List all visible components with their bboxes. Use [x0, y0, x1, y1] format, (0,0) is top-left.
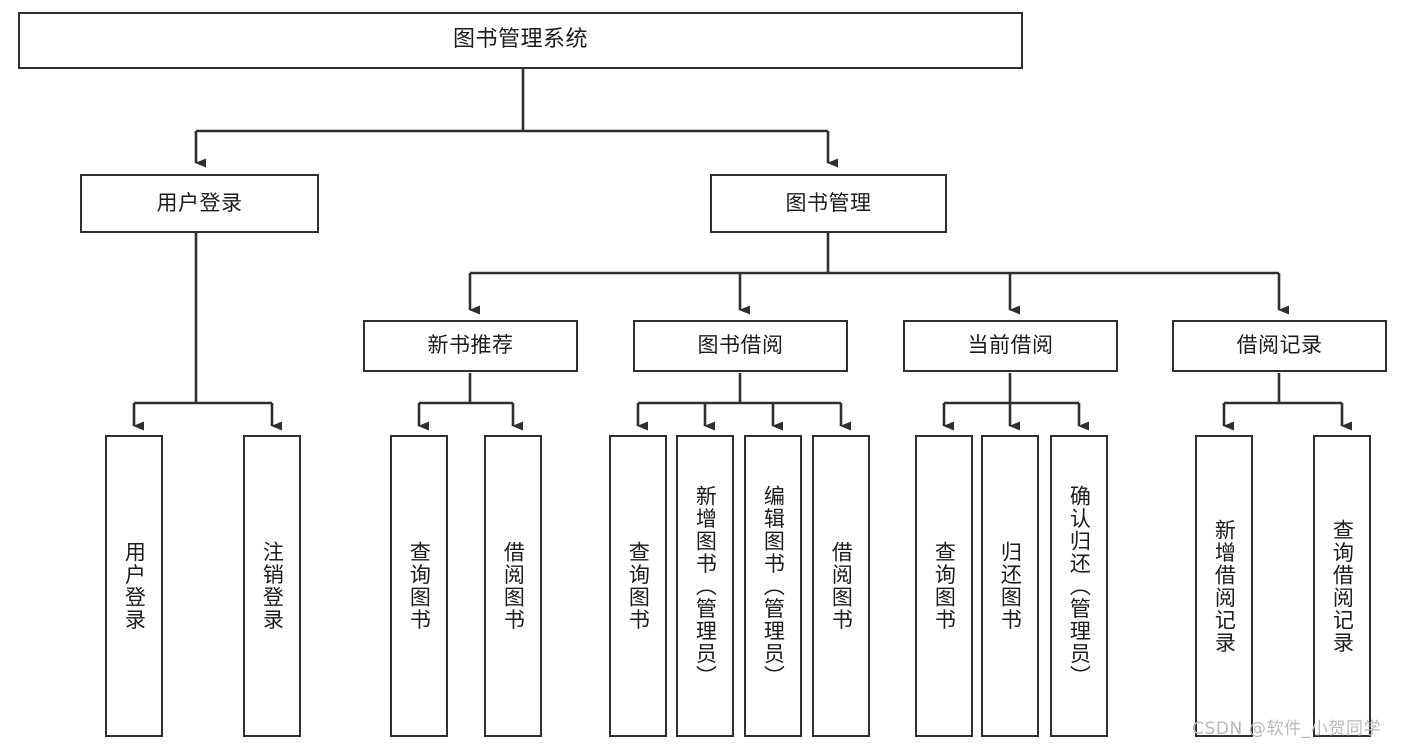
leaf-book-borrow-add[interactable]: 新增图书（管理员）	[676, 435, 734, 737]
node-new-book-recommend-label: 新书推荐	[427, 333, 514, 358]
leaf-label: 借阅图书	[501, 541, 526, 631]
node-book-management-label: 图书管理	[785, 190, 872, 215]
leaf-book-borrow-borrow[interactable]: 借阅图书	[812, 435, 870, 737]
leaf-new-books-query[interactable]: 查询图书	[390, 435, 448, 737]
node-user-login-label: 用户登录	[156, 190, 243, 215]
leaf-label: 查询图书	[932, 541, 957, 631]
leaf-current-borrow-return[interactable]: 归还图书	[981, 435, 1039, 737]
leaf-current-borrow-confirm-return[interactable]: 确认归还（管理员）	[1050, 435, 1108, 737]
node-new-book-recommend[interactable]: 新书推荐	[363, 320, 578, 372]
leaf-label: 归还图书	[998, 541, 1023, 631]
node-user-login[interactable]: 用户登录	[80, 174, 319, 233]
node-book-borrow-label: 图书借阅	[697, 333, 784, 358]
node-current-borrow-label: 当前借阅	[967, 333, 1054, 358]
leaf-label: 编辑图书（管理员）	[761, 484, 786, 688]
node-borrow-records-label: 借阅记录	[1236, 333, 1323, 358]
leaf-new-books-borrow[interactable]: 借阅图书	[484, 435, 542, 737]
leaf-book-borrow-query[interactable]: 查询图书	[609, 435, 667, 737]
node-root-book-management-system[interactable]: 图书管理系统	[18, 12, 1023, 69]
leaf-borrow-records-add[interactable]: 新增借阅记录	[1195, 435, 1253, 737]
csdn-watermark: CSDN @软件_小贺同学	[1192, 714, 1381, 739]
node-root-label: 图书管理系统	[452, 27, 588, 53]
csdn-watermark-text: CSDN @软件_小贺同学	[1192, 719, 1382, 739]
node-borrow-records[interactable]: 借阅记录	[1172, 320, 1387, 372]
node-current-borrow[interactable]: 当前借阅	[903, 320, 1118, 372]
node-book-borrow[interactable]: 图书借阅	[633, 320, 848, 372]
leaf-label: 查询借阅记录	[1330, 518, 1355, 654]
leaf-user-login-signout[interactable]: 注销登录	[243, 435, 301, 737]
leaf-label: 新增借阅记录	[1212, 518, 1237, 654]
leaf-label: 用户登录	[122, 541, 147, 631]
leaf-user-login-signin[interactable]: 用户登录	[105, 435, 163, 737]
node-book-management[interactable]: 图书管理	[710, 174, 947, 233]
leaf-current-borrow-query[interactable]: 查询图书	[915, 435, 973, 737]
leaf-label: 注销登录	[260, 541, 285, 631]
leaf-book-borrow-edit[interactable]: 编辑图书（管理员）	[744, 435, 802, 737]
leaf-label: 查询图书	[407, 541, 432, 631]
leaf-label: 确认归还（管理员）	[1067, 484, 1092, 688]
leaf-label: 新增图书（管理员）	[693, 484, 718, 688]
leaf-label: 查询图书	[626, 541, 651, 631]
leaf-borrow-records-query[interactable]: 查询借阅记录	[1313, 435, 1371, 737]
leaf-label: 借阅图书	[829, 541, 854, 631]
